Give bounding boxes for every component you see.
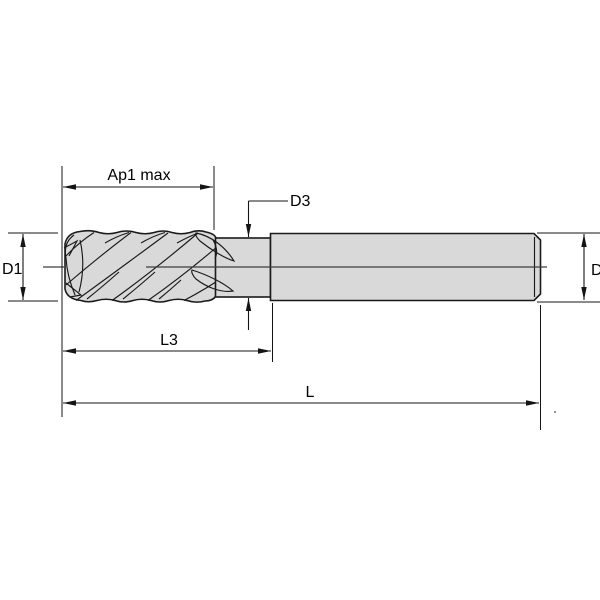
flute-edge-line: [158, 279, 182, 300]
d-arrow-up: [581, 234, 587, 247]
l3-arrow-right: [258, 348, 271, 354]
l-arrow-right: [526, 400, 539, 406]
ap1-max-label: Ap1 max: [107, 167, 170, 184]
dim-l: L: [63, 305, 541, 430]
l-arrow-left: [63, 400, 76, 406]
ap1-arrow-right: [200, 184, 213, 190]
dim-d3: D3: [245, 193, 311, 330]
d-arrow-down: [581, 287, 587, 300]
flute-line: [64, 232, 95, 258]
flute-edge-line: [122, 271, 156, 300]
dim-d: D: [537, 232, 600, 303]
flute-line: [65, 232, 132, 286]
end-gash: [63, 239, 79, 257]
cutter-flutes: [63, 229, 229, 303]
end-face-arc: [78, 239, 84, 293]
flute-line: [147, 245, 219, 301]
flute-edge-line: [86, 271, 120, 300]
dim-ap1-max: Ap1 max: [63, 166, 215, 230]
dim-d1: D1: [2, 232, 58, 302]
d-label: D: [591, 262, 600, 279]
d3-label: D3: [290, 193, 311, 210]
d1-arrow-up: [20, 234, 26, 247]
d1-label: D1: [2, 261, 23, 278]
flute-edge-line: [104, 231, 130, 244]
d1-arrow-down: [20, 287, 26, 300]
flute-line: [111, 232, 199, 301]
flute-tip-lower: [191, 269, 235, 292]
l-label: L: [306, 384, 315, 401]
flute-tips: [191, 232, 236, 292]
dim-l3: L3: [63, 303, 273, 362]
flute-line: [75, 232, 169, 301]
cutter-body: [64, 229, 217, 303]
flute-edge-line: [140, 231, 166, 244]
print-speck: [553, 410, 557, 414]
flute-tip-arc: [212, 239, 218, 260]
l3-arrow-left: [63, 348, 76, 354]
d3-arrow-up: [245, 298, 252, 311]
l3-label: L3: [160, 332, 178, 349]
ap1-arrow-left: [63, 184, 76, 190]
d3-arrow-down: [245, 224, 252, 237]
end-gash: [65, 282, 83, 298]
end-face-arc: [64, 234, 76, 296]
